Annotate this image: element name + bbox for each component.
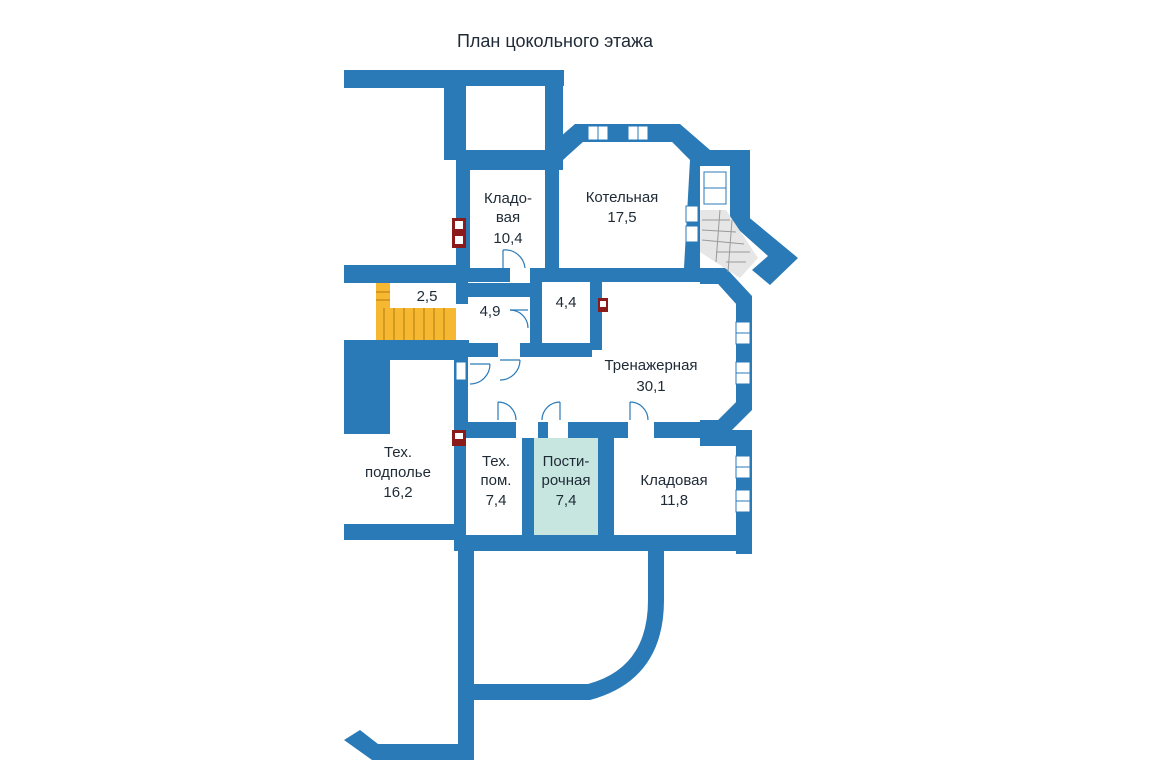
room-stair-hall-area: 2,5 <box>417 288 438 305</box>
main-staircase <box>376 283 456 340</box>
postirochnaya-fill <box>534 438 598 535</box>
room-corridor-area: 4,9 <box>480 303 501 320</box>
room-tech-pom-area: 7,4 <box>486 492 507 509</box>
room-tech-pom-name-2: пом. <box>481 472 512 489</box>
room-tech-podpolye: Тех. подполье 16,2 <box>365 444 431 501</box>
room-kladovaya-1-name-1: Кладо- <box>484 190 532 207</box>
room-kladovaya-2-name: Кладовая <box>640 472 707 489</box>
room-tech-podpolye-area: 16,2 <box>383 484 412 501</box>
windows <box>455 125 751 513</box>
room-tech-pom-name-1: Тех. <box>482 453 510 470</box>
room-tech-podpolye-name-1: Тех. <box>384 444 412 461</box>
external-stair <box>700 171 758 278</box>
doors <box>469 249 654 438</box>
room-kladovaya-2: Кладовая 11,8 <box>640 472 707 509</box>
room-kladovaya-2-area: 11,8 <box>660 492 688 509</box>
room-kladovaya-1-area: 10,4 <box>493 230 522 247</box>
room-postirochnaya-name-2: рочная <box>542 472 591 489</box>
vent-blocks <box>452 218 608 446</box>
room-fills <box>390 142 736 535</box>
room-postirochnaya: Пости- рочная 7,4 <box>542 453 591 509</box>
room-trenazhernaya-area: 30,1 <box>636 378 665 395</box>
plan-title: План цокольного этажа <box>457 31 654 51</box>
room-tech-podpolye-name-2: подполье <box>365 464 431 481</box>
room-small-area: 4,4 <box>556 294 577 311</box>
room-postirochnaya-name-1: Пости- <box>543 453 590 470</box>
room-kotelnaya-area: 17,5 <box>607 209 636 226</box>
room-kotelnaya: Котельная 17,5 <box>586 189 659 226</box>
room-kladovaya-1: Кладо- вая 10,4 <box>484 190 532 247</box>
room-kladovaya-1-name-2: вая <box>496 209 520 226</box>
room-tech-pom: Тех. пом. 7,4 <box>481 453 512 509</box>
room-trenazhernaya-name: Тренажерная <box>604 357 697 374</box>
room-postirochnaya-area: 7,4 <box>556 492 577 509</box>
room-trenazhernaya: Тренажерная 30,1 <box>604 357 697 395</box>
room-labels: Кладо- вая 10,4 Котельная 17,5 2,5 4,9 4… <box>365 189 708 509</box>
room-kotelnaya-name: Котельная <box>586 189 659 206</box>
